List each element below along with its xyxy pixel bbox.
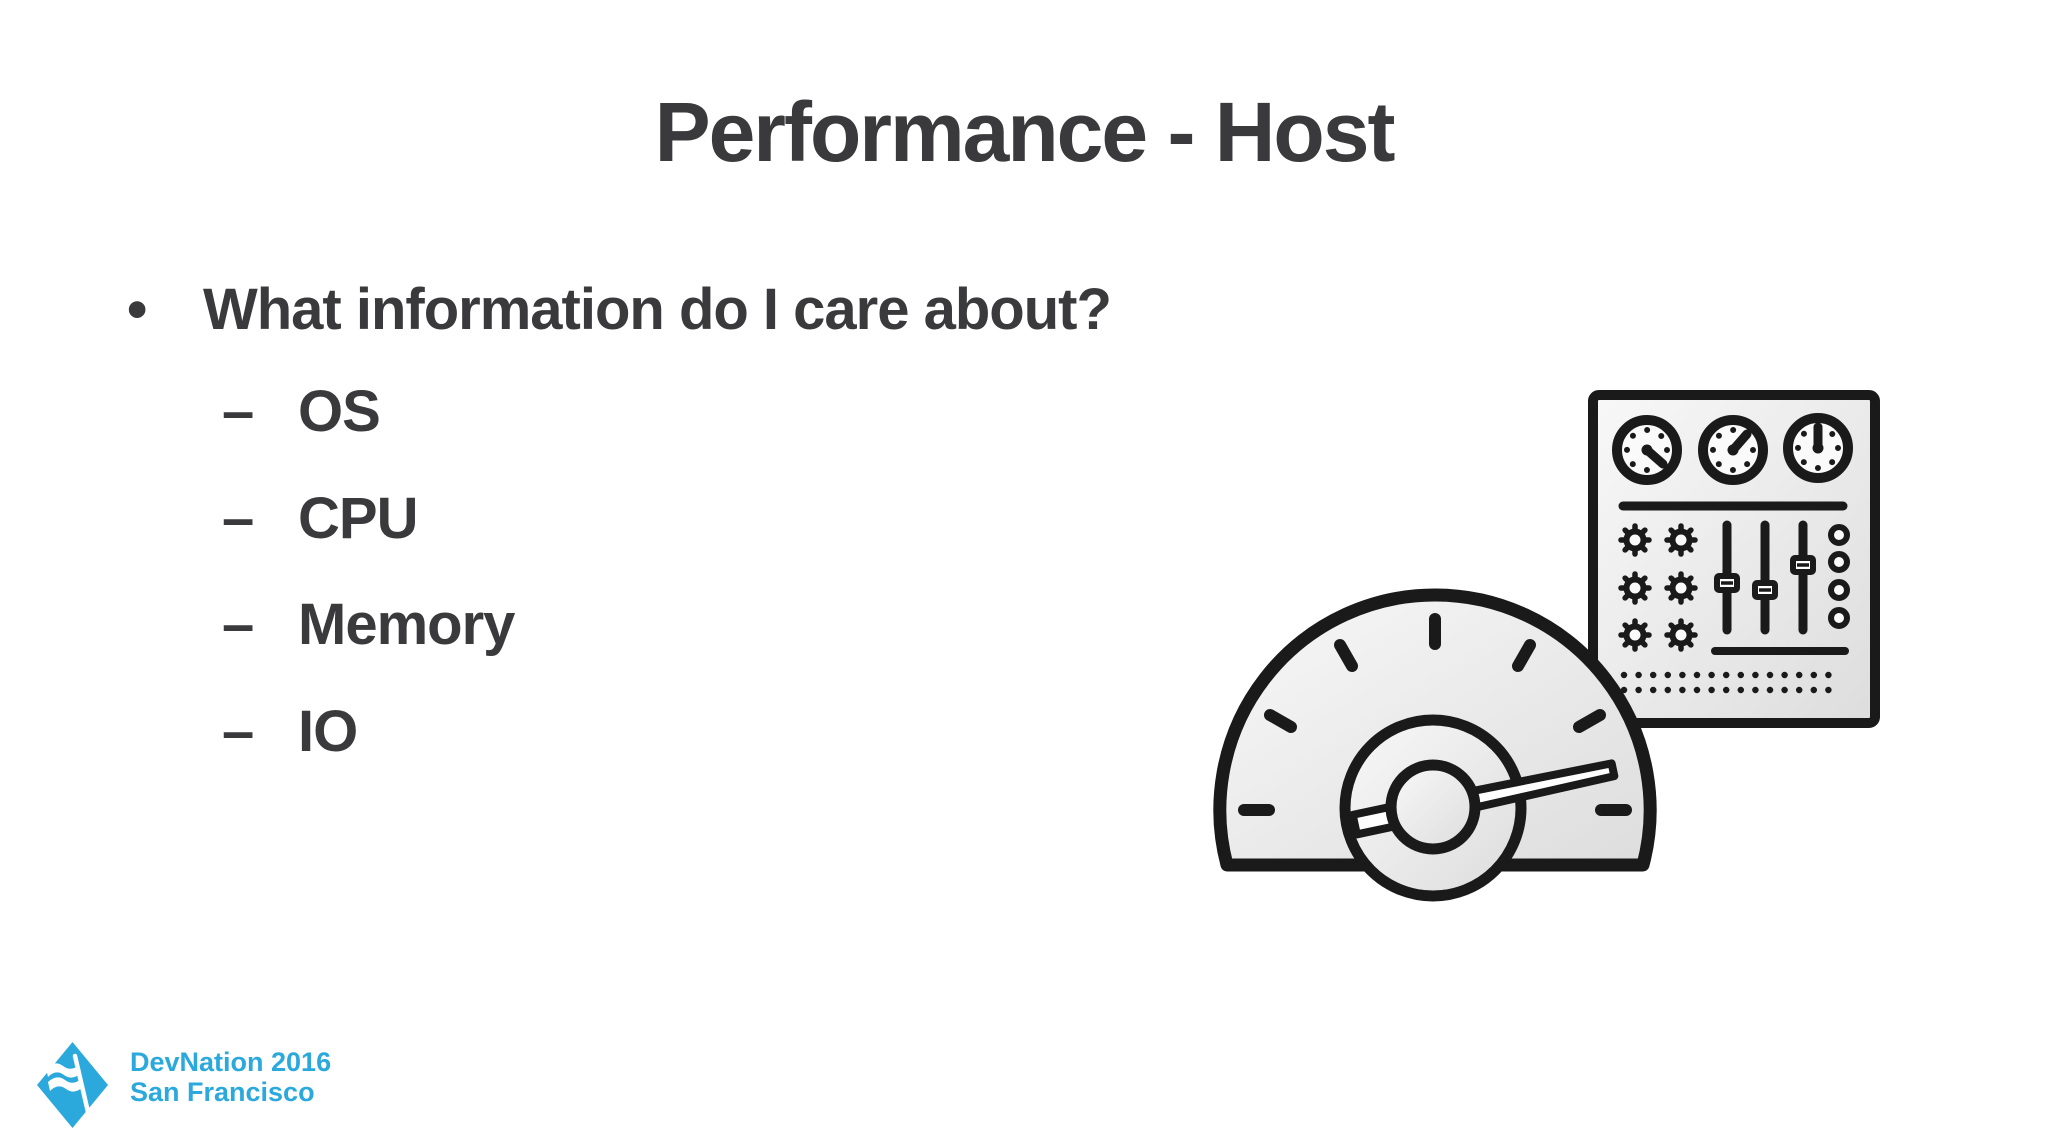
speedometer-icon: [1213, 588, 1657, 902]
control-panel-icon: [1588, 390, 1880, 728]
bullet-text: What information do I care about?: [203, 277, 1112, 342]
sub-bullet-label: CPU: [298, 486, 418, 551]
dash-marker: –: [222, 592, 254, 657]
footer-brand-line1: DevNation 2016: [130, 1047, 332, 1077]
footer-brand-line2: San Francisco: [130, 1077, 315, 1107]
dash-marker: –: [222, 486, 254, 551]
performance-illustration: [1213, 390, 1880, 902]
footer-brand-text: DevNation 2016 San Francisco: [130, 1047, 331, 1107]
sub-bullet-io: –IO: [222, 699, 358, 764]
panel-dial-gauges: [1612, 413, 1853, 485]
dash-marker: –: [222, 379, 254, 444]
bullet-item: • What information do I care about?: [127, 277, 1112, 342]
devnation-diamond-flag-logo: [37, 1042, 108, 1128]
panel-indicator-lights: [1828, 524, 1850, 629]
bullet-marker-icon: •: [127, 277, 147, 342]
page-title: Performance - Host: [654, 85, 1396, 179]
sub-bullet-label: Memory: [298, 592, 515, 657]
panel-sliders: [1714, 520, 1816, 635]
sub-bullet-memory: –Memory: [222, 592, 515, 657]
sub-bullet-cpu: –CPU: [222, 486, 418, 551]
sub-bullet-label: OS: [298, 379, 381, 444]
sub-bullet-os: –OS: [222, 379, 381, 444]
sub-bullet-label: IO: [298, 699, 358, 764]
dash-marker: –: [222, 699, 254, 764]
